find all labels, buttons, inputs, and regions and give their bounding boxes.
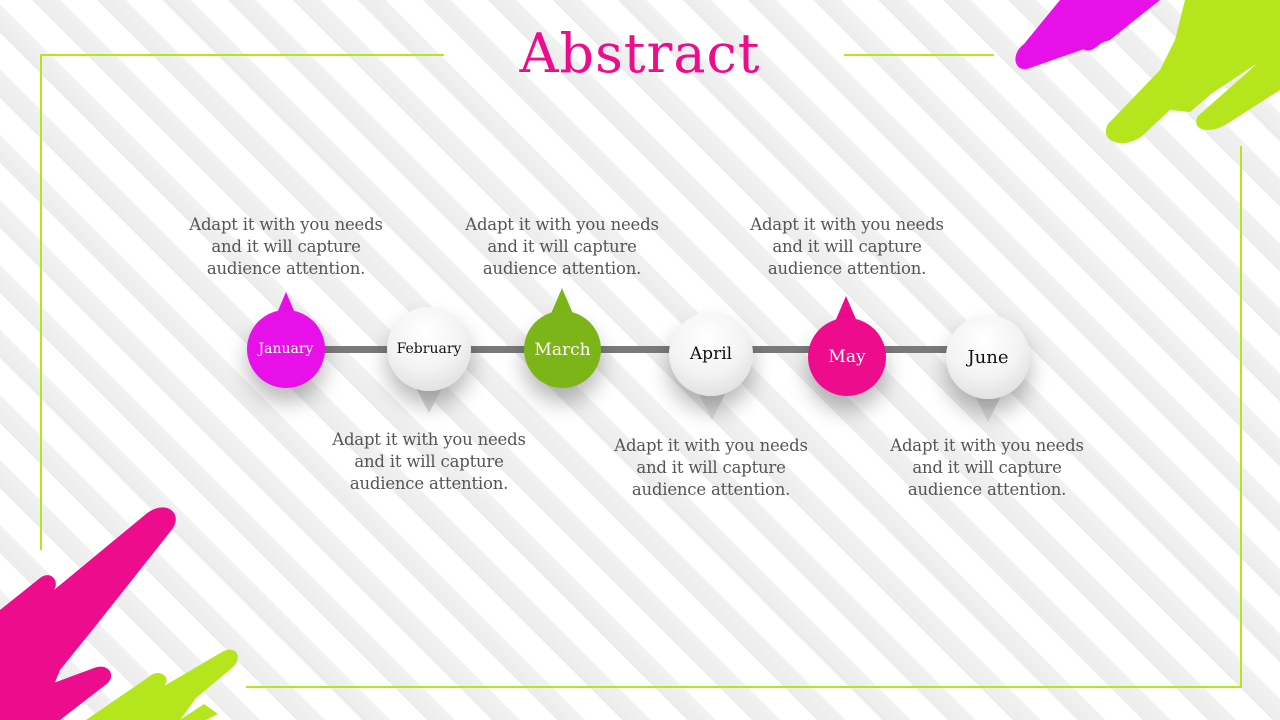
timeline-connector	[286, 346, 988, 353]
timeline-node-march: March	[524, 311, 601, 388]
frame-bottom	[246, 686, 1242, 688]
timeline-node-june: June	[946, 315, 1030, 399]
description-may: Adapt it with you needs and it will capt…	[750, 215, 944, 278]
description-june: Adapt it with you needs and it will capt…	[890, 436, 1084, 499]
frame-top-right	[844, 54, 994, 56]
description-april: Adapt it with you needs and it will capt…	[614, 436, 808, 499]
paint-splash-top-right	[1015, 0, 1280, 144]
timeline-node-january: January	[247, 310, 325, 388]
month-label-may: May	[828, 347, 866, 367]
timeline-node-february: February	[387, 307, 471, 391]
frame-top-left	[40, 54, 444, 56]
description-february: Adapt it with you needs and it will capt…	[332, 430, 526, 493]
month-label-june: June	[967, 346, 1009, 368]
page-title: Abstract	[519, 22, 761, 85]
month-label-january: January	[258, 341, 314, 357]
frame-left	[40, 54, 42, 550]
month-label-april: April	[689, 344, 733, 364]
frame-right	[1240, 146, 1242, 687]
month-label-february: February	[396, 341, 462, 357]
month-label-march: March	[534, 339, 591, 360]
description-january: Adapt it with you needs and it will capt…	[189, 215, 383, 278]
timeline-node-may: May	[808, 318, 886, 396]
paint-splash-bottom-left	[0, 507, 238, 720]
description-march: Adapt it with you needs and it will capt…	[465, 215, 659, 278]
timeline-node-april: April	[669, 312, 753, 396]
